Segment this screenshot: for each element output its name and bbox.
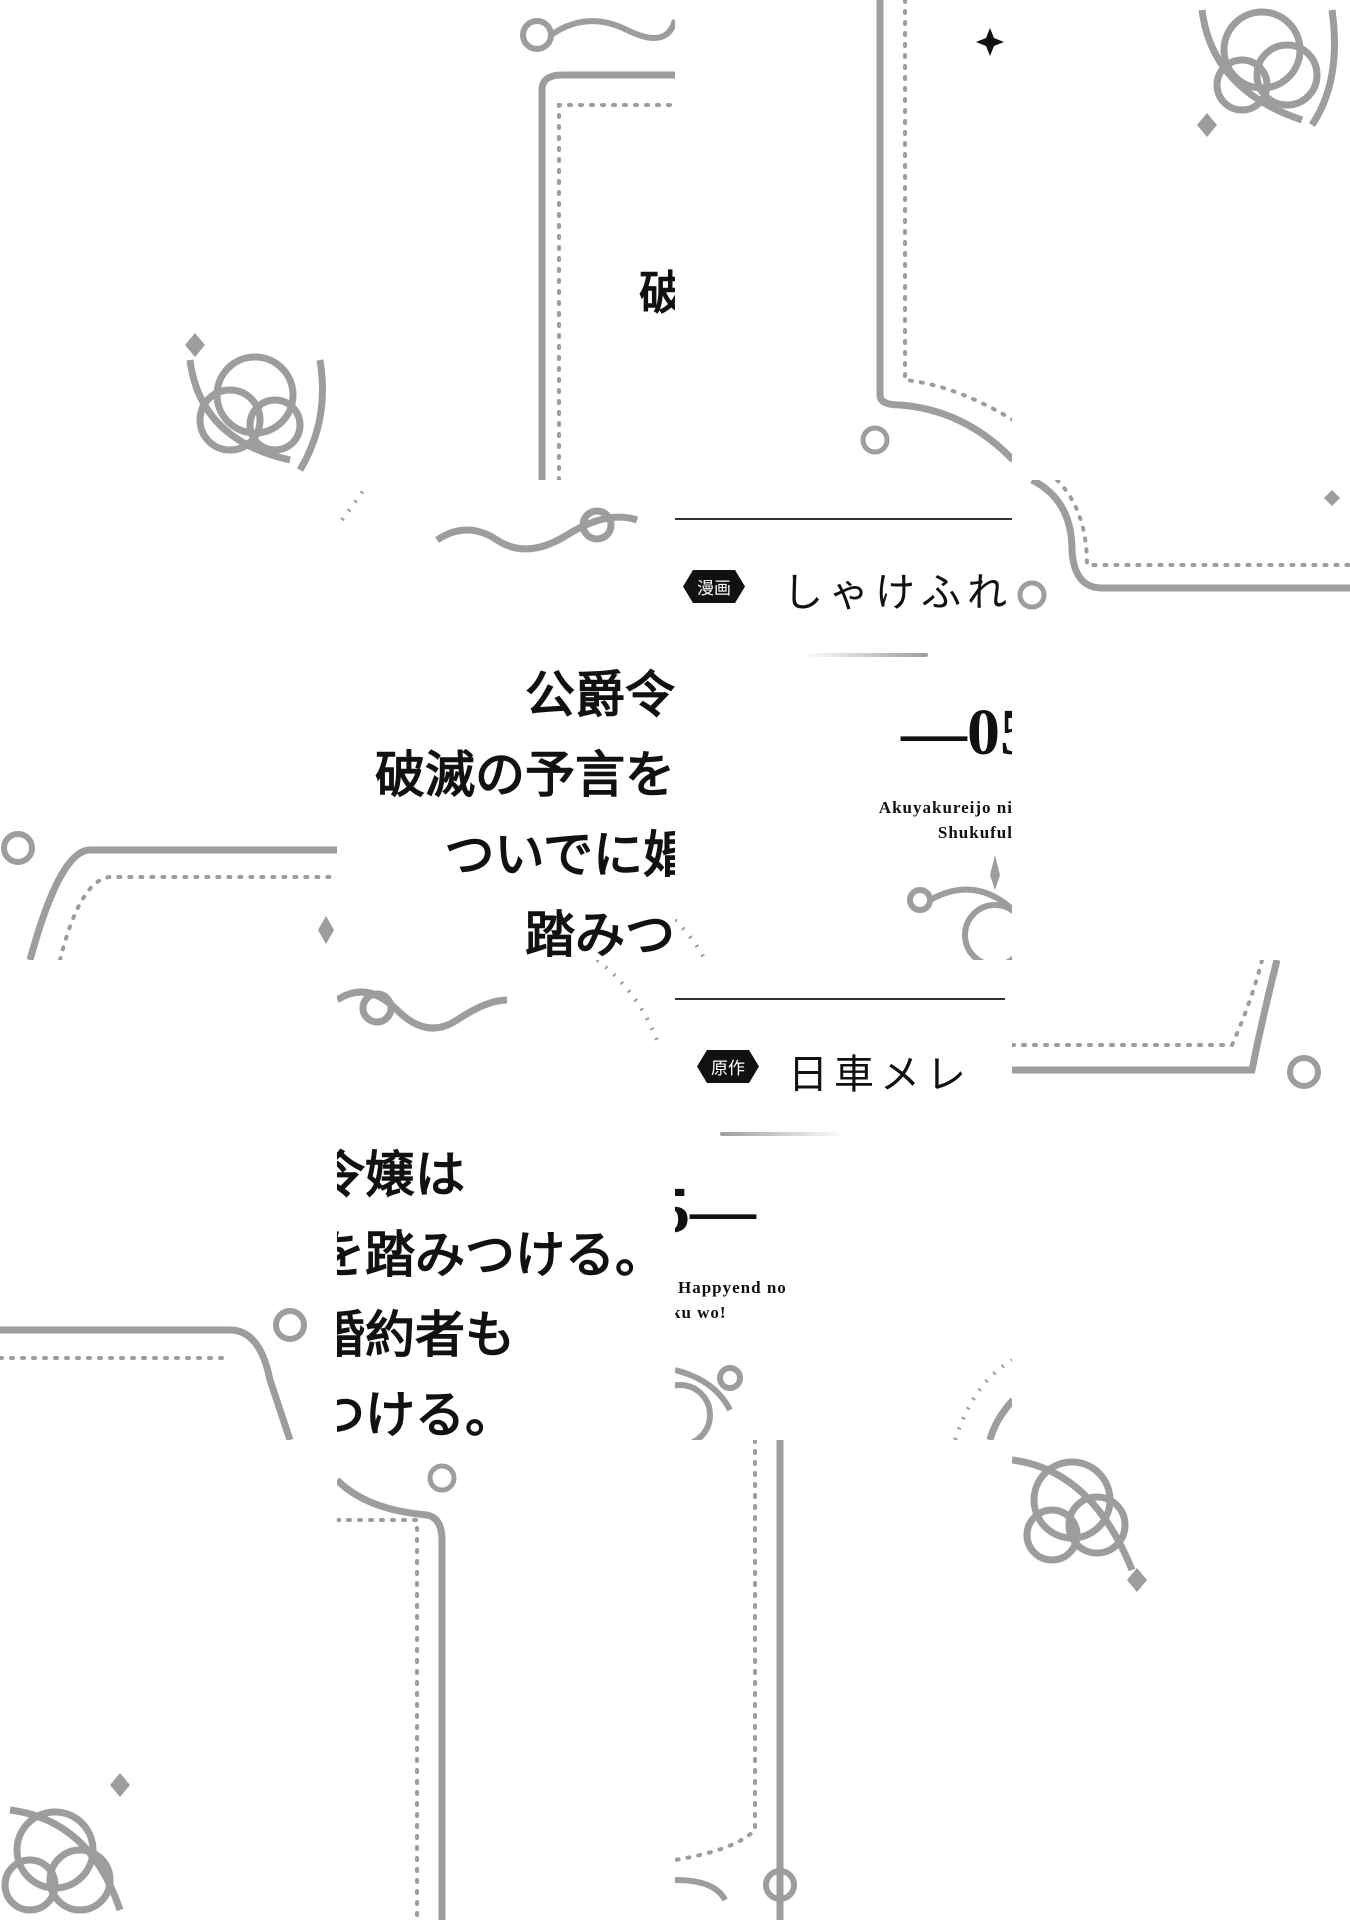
title-line: つける。 <box>337 1385 515 1440</box>
ornament-flourish-icon <box>1 1773 130 1914</box>
romaji-title-line: Happyend no <box>678 1278 787 1297</box>
frame-border-icon <box>0 1308 307 1440</box>
original-badge: 原作 <box>697 1050 759 1083</box>
manga-badge: 漫画 <box>683 570 745 603</box>
chapter-number: 5— <box>675 1174 756 1247</box>
tile-title-left: 公爵令 破滅の予言を ついでに婚 踏みつ <box>337 480 675 960</box>
frame-border-icon <box>675 1440 797 1920</box>
frame-border-icon <box>1017 480 1350 610</box>
tile-credit-manga: 漫画 しゃけふれ —05 Akuyakureijo ni Shukuful <box>675 480 1013 960</box>
title-line: ついでに婚 <box>444 825 676 884</box>
tile-frame-side <box>675 1440 1013 1920</box>
romaji-title-line: ku wo! <box>675 1303 727 1322</box>
frame-border-icon <box>1 831 338 960</box>
decorative-rule <box>803 653 928 657</box>
tile-frame-right <box>1012 960 1350 1440</box>
romaji-title-line: Shukuful <box>937 823 1013 842</box>
tile-frame-bottom <box>0 480 338 960</box>
tile-blank <box>0 960 338 1440</box>
divider-line <box>675 998 1005 1000</box>
title-line: 踏みつ <box>525 905 675 960</box>
title-fragment: 破 <box>639 266 675 320</box>
ornament-flourish-icon <box>1197 8 1338 137</box>
frame-border-icon <box>860 0 1013 463</box>
original-author-name: 日車メレ <box>788 1052 972 1098</box>
tile-ornament-corner <box>0 1440 338 1920</box>
frame-border-icon <box>520 18 675 480</box>
romaji-title-line: Akuyakureijo ni <box>878 798 1013 817</box>
frame-border-icon <box>1012 960 1321 1089</box>
title-line: 公爵令 <box>525 665 675 724</box>
ornament-flourish-icon <box>185 333 326 472</box>
decorative-rule <box>720 1132 845 1136</box>
divider-line <box>675 518 1013 520</box>
sparkle-icon <box>976 28 1004 56</box>
title-line: 婚約者も <box>337 1305 515 1364</box>
tile-frame-bottom-left <box>337 1440 675 1920</box>
tile-ornament-corner <box>0 0 338 480</box>
title-line: 令嬢は <box>337 1145 465 1204</box>
manga-artist-name: しゃけふれ <box>783 570 1013 616</box>
title-line: を踏みつける。 <box>337 1225 665 1284</box>
ornament-flourish-icon <box>675 1358 1013 1440</box>
tile-frame-top: 破 <box>337 0 675 480</box>
title-line: 破滅の予言を <box>375 745 675 804</box>
frame-border-icon <box>337 1463 457 1920</box>
tile-credit-original: 原作 日車メレ 5— Happyend no ku wo! <box>675 960 1013 1440</box>
tile-frame-side <box>675 0 1013 480</box>
chapter-number: —05 <box>901 696 1013 769</box>
ornament-flourish-icon <box>675 855 1013 960</box>
ornament-scroll-icon <box>340 483 639 553</box>
ornament-scroll-icon <box>337 960 659 1041</box>
ornament-flourish-icon <box>1012 1456 1147 1592</box>
tile-frame-top-right <box>1012 480 1350 960</box>
tile-ornament-corner <box>1012 1440 1350 1920</box>
tile-ornament-corner <box>1012 0 1350 480</box>
tile-title-right: 令嬢は を踏みつける。 婚約者も つける。 <box>337 960 675 1440</box>
